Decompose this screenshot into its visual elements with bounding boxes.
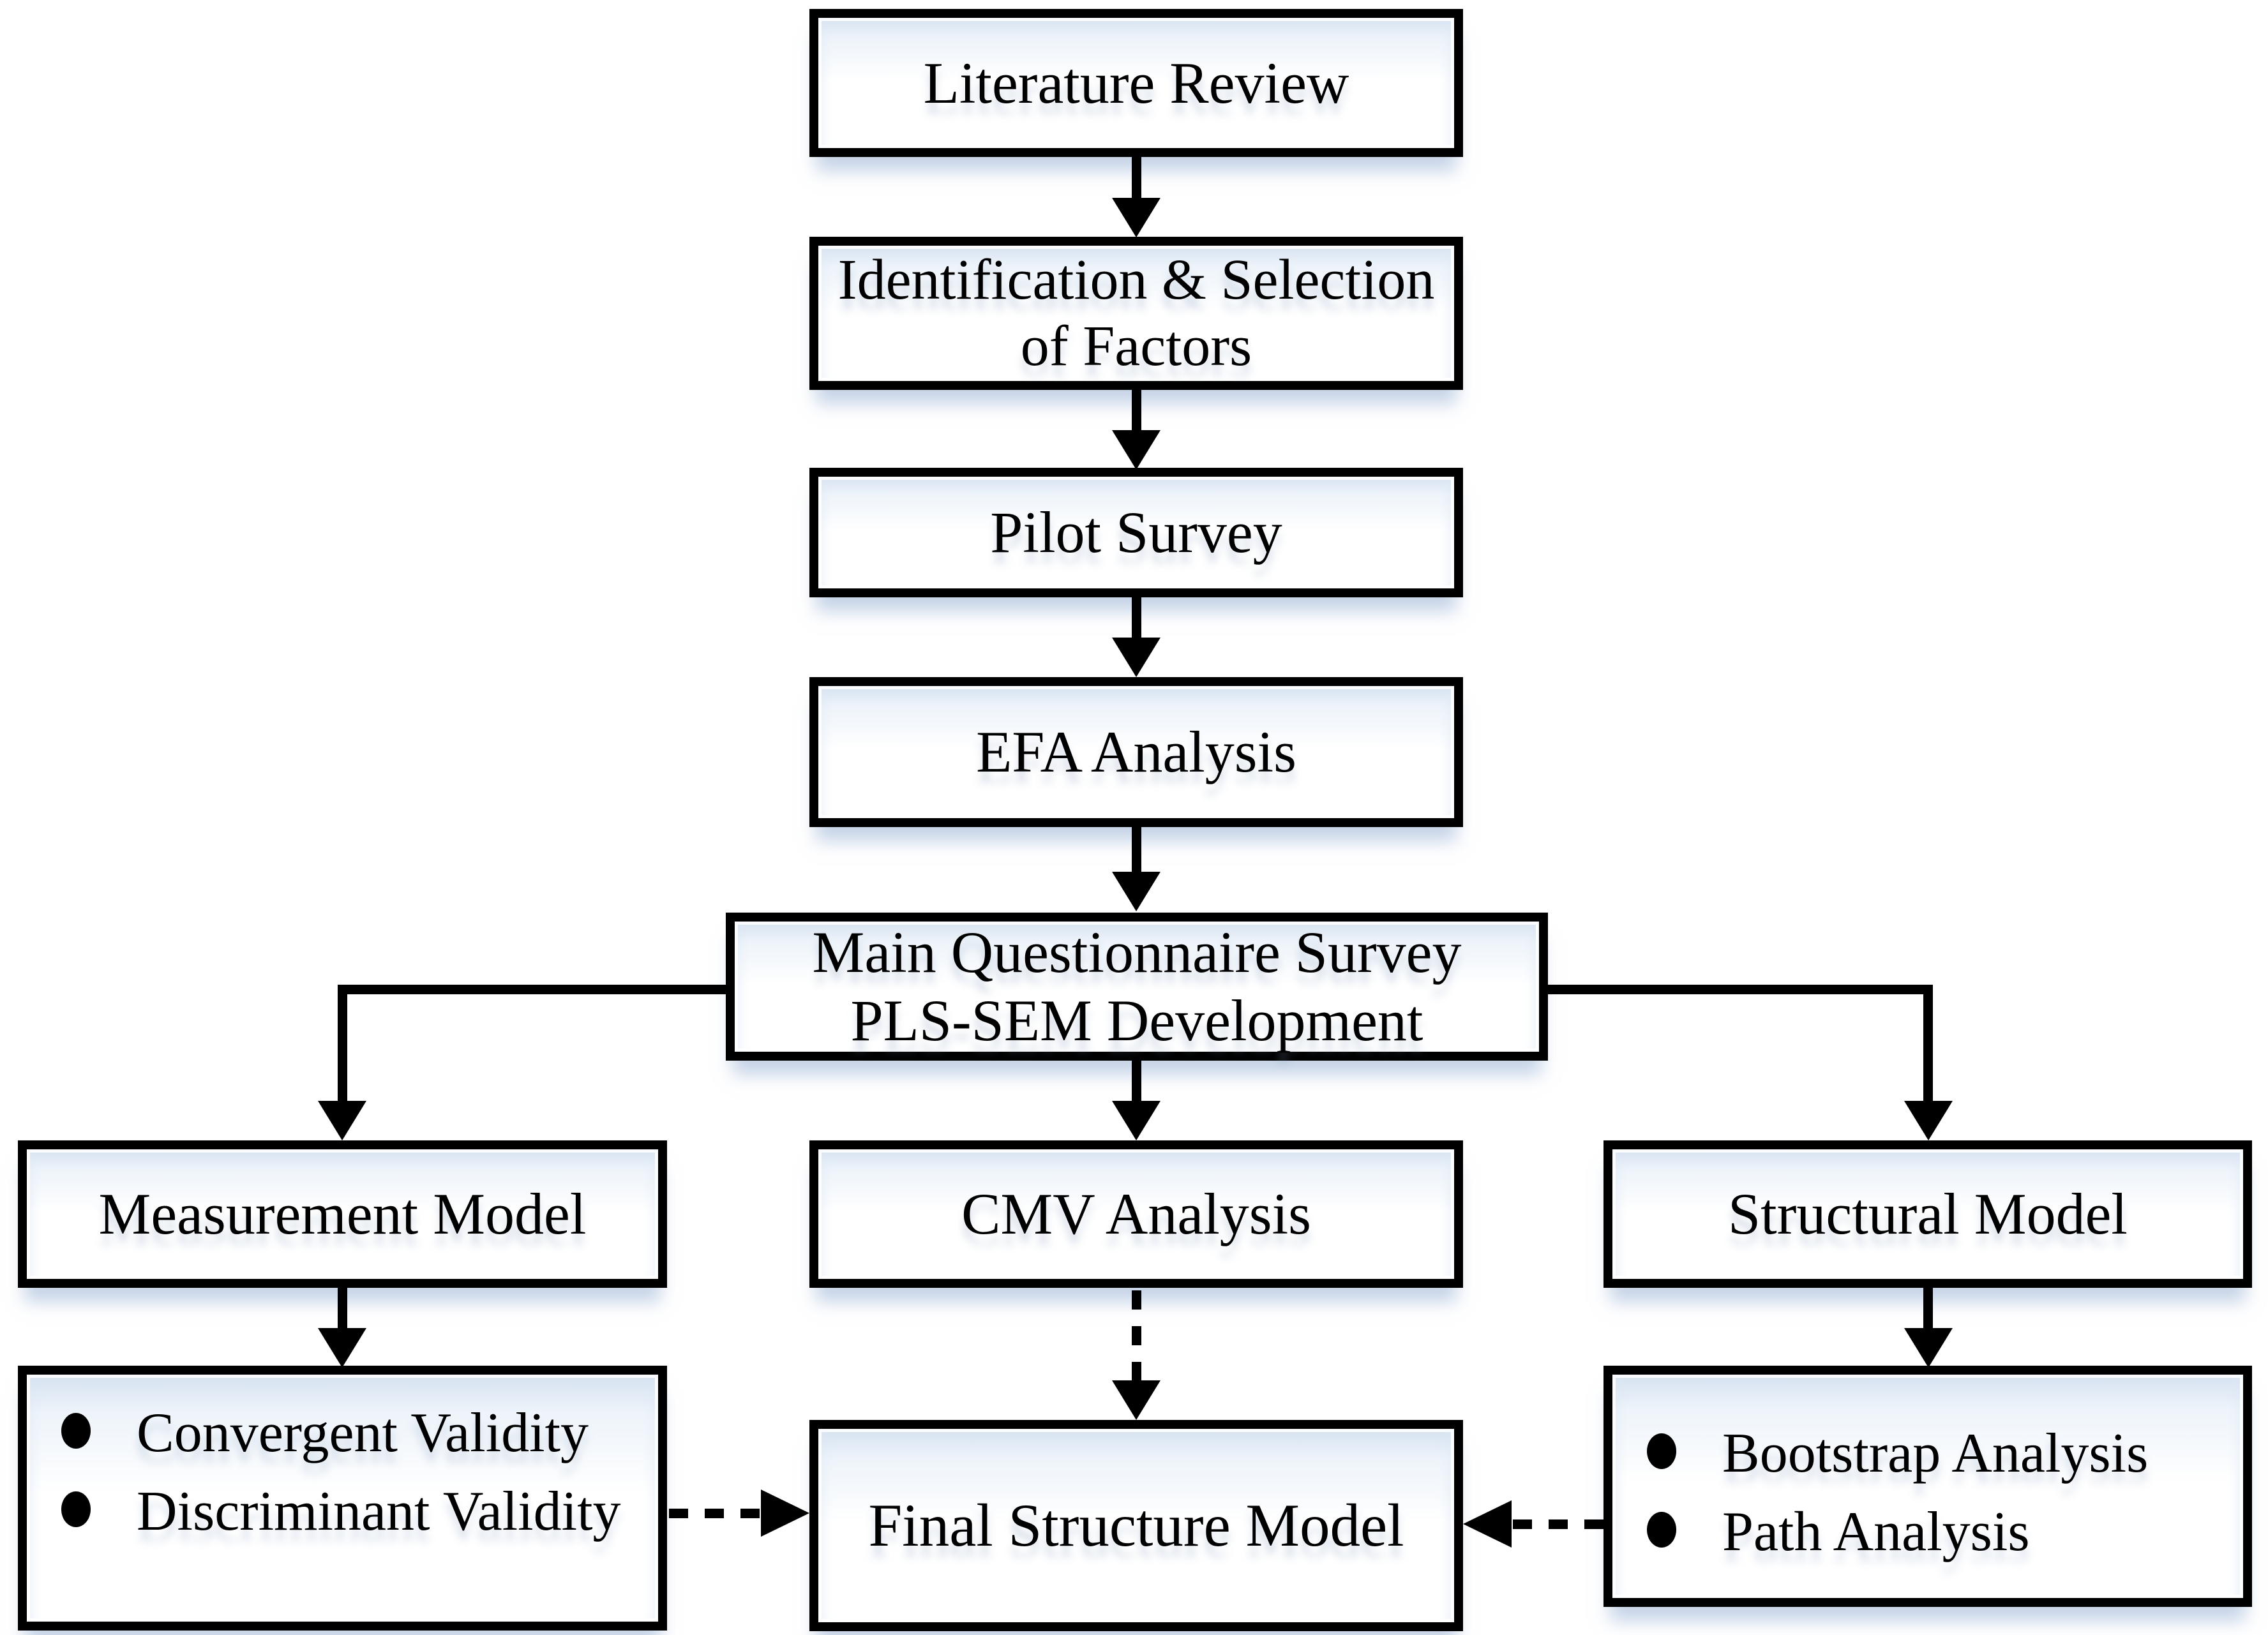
cmv-analysis-label: CMV Analysis xyxy=(961,1181,1311,1247)
arrow-stem xyxy=(1923,1288,1933,1329)
main-questionnaire-line2: PLS-SEM Development xyxy=(850,988,1423,1053)
bullet-convergent-validity: Convergent Validity xyxy=(137,1402,589,1464)
efa-analysis-label: EFA Analysis xyxy=(976,719,1296,785)
branch-line xyxy=(338,985,347,1102)
arrowhead-down-icon xyxy=(1112,638,1160,677)
arrowhead-down-icon xyxy=(1112,198,1160,237)
measurement-outputs-list: Convergent Validity Discriminant Validit… xyxy=(27,1394,658,1551)
arrowhead-down-icon xyxy=(1112,1380,1160,1420)
measurement-outputs-box: Convergent Validity Discriminant Validit… xyxy=(18,1366,667,1631)
pilot-survey-label: Pilot Survey xyxy=(990,500,1282,565)
arrowhead-down-icon xyxy=(1112,430,1160,470)
arrow-stem xyxy=(1132,1061,1141,1102)
list-item: Path Analysis xyxy=(1612,1493,2243,1571)
final-structure-model-box: Final Structure Model xyxy=(809,1420,1463,1631)
arrow-stem xyxy=(1132,390,1141,431)
structural-outputs-box: Bootstrap Analysis Path Analysis xyxy=(1603,1366,2252,1607)
literature-review-box: Literature Review xyxy=(809,9,1463,157)
list-item: Discriminant Validity xyxy=(27,1472,658,1551)
bullet-path-analysis: Path Analysis xyxy=(1722,1501,2030,1564)
main-questionnaire-line1: Main Questionnaire Survey xyxy=(812,920,1462,985)
literature-review-label: Literature Review xyxy=(923,50,1349,116)
arrowhead-down-icon xyxy=(1112,872,1160,911)
arrowhead-down-icon xyxy=(318,1328,366,1368)
final-structure-model-label: Final Structure Model xyxy=(868,1491,1404,1560)
dashed-line xyxy=(669,1509,762,1518)
structural-model-label: Structural Model xyxy=(1728,1181,2128,1247)
pilot-survey-box: Pilot Survey xyxy=(809,468,1463,597)
arrowhead-right-icon xyxy=(761,1489,809,1537)
dashed-line xyxy=(1132,1290,1141,1382)
identification-selection-label: Identification & Selection of Factors xyxy=(837,248,1435,378)
bullet-discriminant-validity: Discriminant Validity xyxy=(137,1481,621,1543)
main-questionnaire-label: Main Questionnaire Survey PLS-SEM Develo… xyxy=(813,918,1462,1054)
structural-outputs-list: Bootstrap Analysis Path Analysis xyxy=(1612,1414,2243,1571)
branch-line xyxy=(1548,985,1933,994)
dashed-line xyxy=(1513,1519,1603,1529)
arrow-stem xyxy=(1132,597,1141,639)
list-item: Bootstrap Analysis xyxy=(1612,1414,2243,1493)
arrow-stem xyxy=(1132,157,1141,199)
arrow-stem xyxy=(1132,827,1141,873)
main-questionnaire-box: Main Questionnaire Survey PLS-SEM Develo… xyxy=(726,913,1548,1061)
list-item: Convergent Validity xyxy=(27,1394,658,1472)
arrowhead-down-icon xyxy=(1112,1101,1160,1140)
arrowhead-down-icon xyxy=(318,1101,366,1140)
cmv-analysis-box: CMV Analysis xyxy=(809,1140,1463,1288)
arrowhead-down-icon xyxy=(1904,1328,1953,1368)
branch-line xyxy=(338,985,726,994)
bullet-bootstrap-analysis: Bootstrap Analysis xyxy=(1722,1422,2149,1484)
structural-model-box: Structural Model xyxy=(1603,1140,2252,1288)
measurement-model-box: Measurement Model xyxy=(18,1140,667,1288)
arrow-stem xyxy=(338,1288,347,1329)
identification-selection-box: Identification & Selection of Factors xyxy=(809,237,1463,390)
arrowhead-left-icon xyxy=(1463,1500,1512,1548)
efa-analysis-box: EFA Analysis xyxy=(809,677,1463,827)
branch-line xyxy=(1923,985,1933,1102)
arrowhead-down-icon xyxy=(1904,1101,1953,1140)
measurement-model-label: Measurement Model xyxy=(98,1181,587,1247)
